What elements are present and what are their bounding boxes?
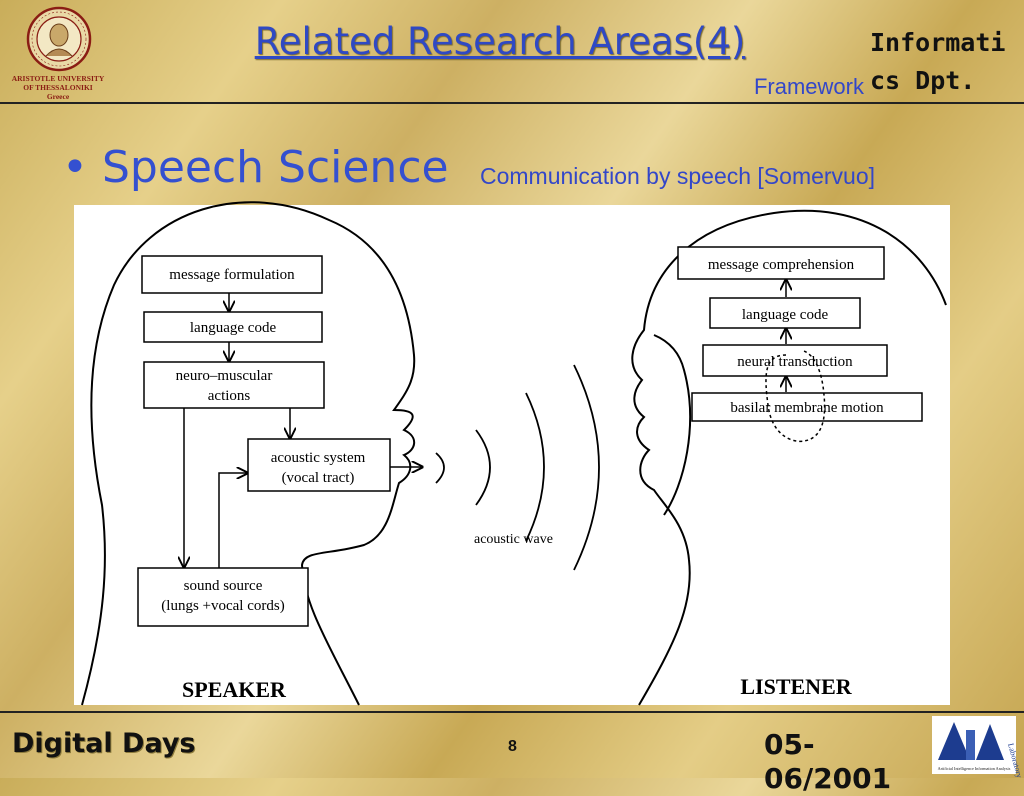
box-message-formulation [141,255,323,294]
university-name: ARISTOTLE UNIVERSITY OF THESSALONIKI Gre… [11,74,105,101]
wave-arc-3 [525,392,545,542]
box-acoustic-system [247,438,391,492]
lab-logo-letter-i [966,730,975,760]
page-subtitle: Framework [753,74,864,99]
lab-logo-letter-a2 [976,724,1004,760]
bullet-heading: • Speech Science [62,142,449,193]
page-number: 8 [508,738,517,755]
listener-head-outline [631,209,947,706]
box-language-code-speaker [143,311,323,343]
lab-logo-caption: Artificial Intelligence Information Anal… [938,766,1011,771]
wave-arc-1 [435,452,445,484]
box-acoustic-system-label-1: acoustic system [271,450,366,466]
box-language-code-speaker-label: language code [190,320,277,336]
wave-arc-2 [475,429,491,506]
university-seal-logo [26,6,92,72]
speaker-head-outline [81,201,416,706]
box-sound-source-label-1: sound source [184,578,263,594]
page-title: Related Research Areas(4) [254,20,746,63]
speech-communication-diagram: message formulation language code neuro–… [74,201,950,706]
lab-logo-letter-a1 [938,722,970,760]
aiia-lab-logo: Laboratory Artificial Intelligence Infor… [932,716,1024,779]
department-label: Informati cs Dpt. [870,28,1006,95]
footer-title: Digital Days [12,728,196,759]
box-neuro-muscular-label-2: actions [208,388,251,404]
acoustic-wave-label: acoustic wave [474,532,553,547]
box-language-code-listener [709,297,861,329]
bullet-text: Speech Science [101,142,449,193]
bullet-dot-icon: • [62,142,88,193]
box-language-code-listener-label: language code [742,307,829,323]
box-basilar-membrane-label: basilar membrane motion [730,400,884,416]
box-neural-transduction [702,344,888,377]
box-message-formulation-label: message formulation [169,267,295,283]
box-acoustic-system-label-2: (vocal tract) [282,470,355,486]
box-sound-source-label-2: (lungs +vocal cords) [161,598,284,614]
listener-label: LISTENER [740,674,852,699]
box-neuro-muscular-label-1: neuro–muscular [176,368,273,384]
diagram-canvas: message formulation language code neuro–… [81,201,947,706]
footer-date: 05-06/2001 [764,728,892,795]
arrow-source-to-acoustic [218,473,247,568]
box-neural-transduction-label: neural transduction [737,354,853,370]
box-basilar-membrane [691,392,923,422]
footer-divider [0,711,1024,713]
listener-ear-outline [653,334,692,516]
speaker-label: SPEAKER [182,677,287,702]
box-message-comprehension [677,246,885,280]
box-message-comprehension-label: message comprehension [708,257,855,273]
box-sound-source [137,567,309,627]
header-divider [0,102,1024,104]
figure-caption: Communication by speech [Somervuo] [480,163,876,189]
wave-arc-4 [573,364,600,571]
